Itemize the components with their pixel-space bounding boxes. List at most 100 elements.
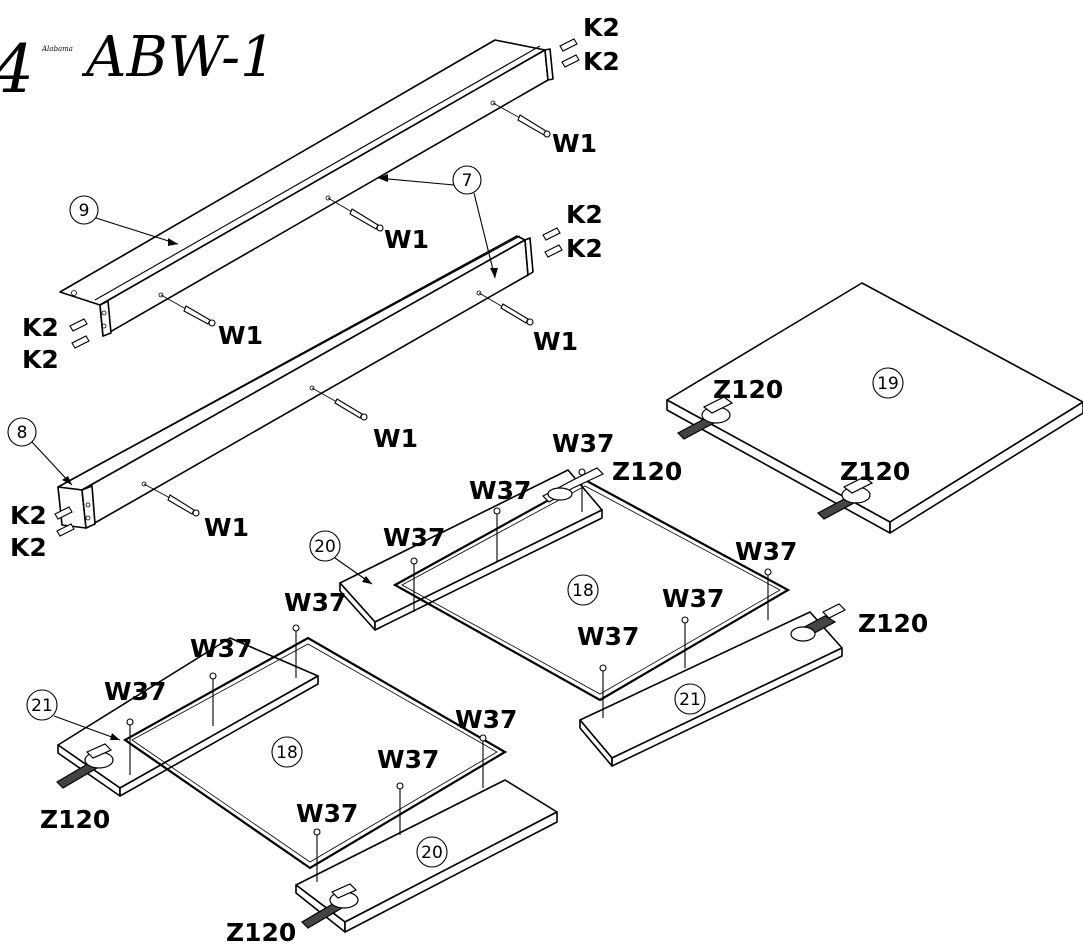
k2-dowel [561,54,580,68]
label-w37: W37 [455,705,517,734]
w37-screw [479,734,487,788]
callout-text-18-lower: 18 [276,743,298,763]
callout-text-21-left: 21 [31,696,53,716]
label-z120: Z120 [840,457,910,486]
label-w37: W37 [296,799,358,828]
label-w37: W37 [735,537,797,566]
label-w37: W37 [577,622,639,651]
k2-dowel [544,244,563,258]
z120-hinge [817,476,874,520]
callout-text-20-lower: 20 [421,843,443,863]
label-w37: W37 [284,588,346,617]
w37-screw [126,718,134,775]
w1-screws [143,102,551,517]
brand-name: Alabama [41,45,73,53]
label-w1: W1 [533,327,578,356]
w37-screw [313,828,321,882]
label-w1: W1 [384,225,429,254]
panel-part-21-left [57,637,319,797]
k2-dowel [54,506,73,520]
k2-dowel [559,38,578,52]
diagram-header: 4 Alabama ABW-1 [0,25,276,108]
label-w37: W37 [190,634,252,663]
glass-door-part-18-lower [122,636,508,870]
label-z120: Z120 [713,375,783,404]
callout-text-21-right: 21 [679,690,701,710]
label-w1: W1 [552,129,597,158]
step-number: 4 [0,31,34,108]
callout-text-18-upper: 18 [572,581,594,601]
w37-screw [681,616,689,668]
label-w37: W37 [469,476,531,505]
k2-dowel [69,318,88,332]
w37-screw [209,672,217,726]
w1-screw [160,294,216,327]
callout-part-7: 7 [377,165,498,279]
label-w37: W37 [377,745,439,774]
glass-door-part-18-upper [392,478,791,702]
panel-part-21-right [579,611,843,767]
callout-text-19: 19 [877,374,899,394]
label-k2: K2 [566,234,603,263]
rail-part-9 [59,39,554,337]
label-k2: K2 [10,533,47,562]
label-w1: W1 [218,321,263,350]
z120-hinges [56,396,874,929]
label-z120: Z120 [226,918,296,944]
callout-text-9: 9 [79,201,90,221]
w37-screw [764,568,772,620]
callout-text-7: 7 [462,171,473,191]
part-callouts: 9 7 8 19 20 18 [7,165,904,868]
panel-part-20-lower [295,779,558,933]
callout-part-21-left: 21 [26,689,121,741]
label-z120: Z120 [40,805,110,834]
callout-part-8: 8 [7,417,73,486]
z120-hinge [301,883,359,929]
label-k2: K2 [566,200,603,229]
label-w37: W37 [552,429,614,458]
panel-part-19 [666,282,1083,534]
label-k2: K2 [583,13,620,42]
w1-screw [311,387,368,421]
callout-part-20-lower: 20 [416,836,448,868]
label-z120: Z120 [858,609,928,638]
label-w1: W1 [373,424,418,453]
z120-hinge [790,603,847,642]
label-w37: W37 [383,523,445,552]
w1-screw [327,197,384,232]
label-w1: W1 [204,513,249,542]
label-k2: K2 [583,47,620,76]
callout-part-21-right: 21 [674,683,706,715]
callout-text-8: 8 [17,423,28,443]
label-z120: Z120 [612,457,682,486]
label-w37: W37 [662,584,724,613]
model-name: ABW-1 [81,25,276,90]
z120-hinge [542,467,605,503]
callout-part-20-upper: 20 [309,530,373,585]
callout-part-9: 9 [69,195,179,246]
label-w37: W37 [104,677,166,706]
w37-screw [493,507,501,562]
k2-dowel [56,523,75,537]
rail-part-8 [57,235,534,529]
callout-text-20-upper: 20 [314,537,336,557]
w37-screw [292,624,300,678]
k2-dowels [54,38,580,537]
callout-part-18-lower: 18 [271,736,303,768]
callout-part-19: 19 [872,367,904,399]
z120-hinge [56,743,114,789]
w1-screw [492,102,551,138]
k2-dowel [542,227,561,241]
hardware-labels: K2 K2 K2 K2 K2 K2 K2 K2 W1 W1 W1 W1 W1 W… [10,13,928,944]
w37-screw [396,782,404,835]
label-k2: K2 [22,345,59,374]
w1-screw [143,483,200,517]
w37-screws [126,468,772,882]
z120-hinge [677,396,734,440]
w37-screw [599,664,607,718]
callout-part-18-upper: 18 [567,574,599,606]
w37-screw [410,557,418,612]
label-k2: K2 [22,313,59,342]
label-k2: K2 [10,501,47,530]
